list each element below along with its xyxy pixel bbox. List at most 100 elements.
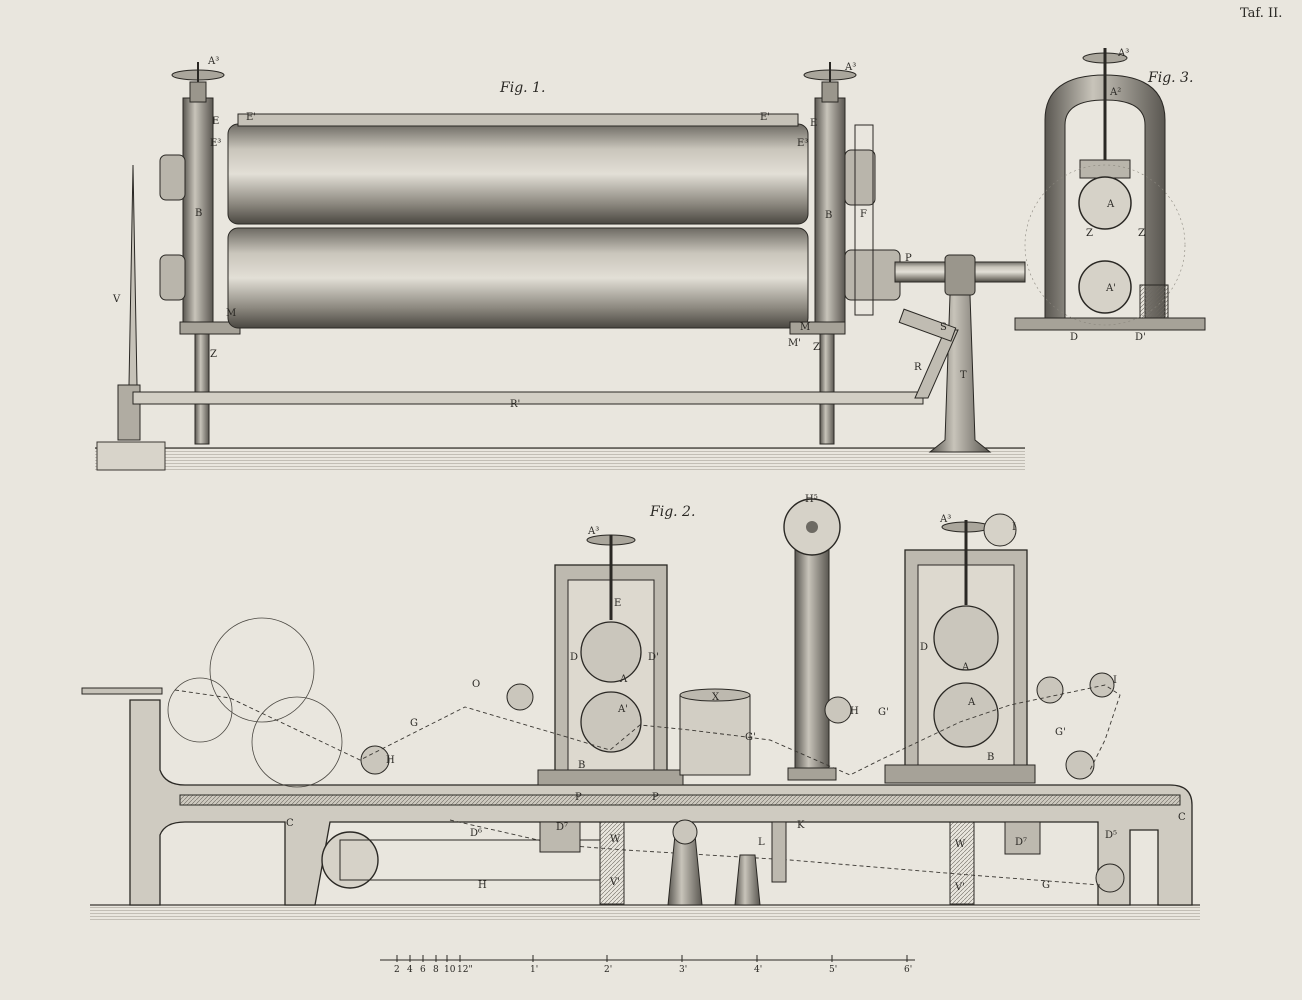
fig2-label-V1-1: V' <box>609 877 620 888</box>
figure-3: Fig. 3. A³ A² A A' Z Z D D' <box>1014 48 1206 343</box>
fig3-label-A3: A³ <box>1117 48 1129 59</box>
label-R1: R' <box>510 399 520 410</box>
fig3-label-D: D <box>1070 332 1078 343</box>
fig2-label-A-1: A <box>619 674 628 685</box>
paper-reel-1 <box>167 677 233 743</box>
fig2-label-D-1: D <box>570 652 578 663</box>
scale-tick-label: 1' <box>530 965 538 975</box>
label-Z-right: Z <box>813 342 820 353</box>
stand-1-upper-roll <box>580 621 642 683</box>
guide-roller-H-2 <box>824 696 852 724</box>
bed-slot <box>179 794 1181 806</box>
spindle-W-right <box>949 821 975 905</box>
right-frame-base <box>789 321 846 335</box>
label-E3-left: E³ <box>210 138 221 149</box>
label-E1-right: E' <box>760 112 770 123</box>
fig2-label-B-2: B <box>987 752 994 763</box>
pump-L <box>734 854 761 906</box>
gearbox-D7-right <box>1004 821 1041 855</box>
linkage-rod-R1 <box>132 391 924 405</box>
fig3-bracket <box>1139 284 1169 319</box>
central-column-base <box>787 767 837 781</box>
fig2-label-G-lower: G <box>1042 880 1050 891</box>
spindle-W-left <box>599 821 625 905</box>
upper-roll-guard <box>237 113 799 127</box>
paper-reel-2 <box>209 617 315 723</box>
fig3-base <box>1014 317 1206 331</box>
fig2-label-D5: D⁵ <box>1105 830 1117 841</box>
fig2-label-O: O <box>472 679 480 690</box>
fig3-label-Z-left: Z <box>1086 228 1093 239</box>
label-S: S <box>940 322 947 333</box>
fig2-label-H-mid: H <box>850 706 859 717</box>
lower-roll <box>227 227 809 329</box>
label-M1: M' <box>788 338 801 349</box>
gearbox-D7-left <box>539 821 581 853</box>
upper-roll <box>227 123 809 225</box>
floor <box>95 448 1025 472</box>
fig3-lower-roll <box>1078 260 1132 314</box>
fig3-label-A2: A² <box>1109 87 1121 98</box>
fig3-label-Z-right: Z <box>1138 228 1145 239</box>
fig2-label-A-2b: A <box>967 697 976 708</box>
left-screw-housing <box>189 81 207 103</box>
fig2-label-G1-1: G' <box>745 732 756 743</box>
scale-tick-label: 6' <box>904 965 912 975</box>
stand-T <box>928 294 992 453</box>
scale-tick-label: 12" <box>457 965 473 975</box>
fig2-label-D1-1: D' <box>648 652 659 663</box>
guide-roller-H-right <box>1065 750 1095 780</box>
label-A3-right: A³ <box>844 62 856 73</box>
scale-tick-label: 2' <box>604 965 612 975</box>
figure-2-caption: Fig. 2. <box>649 504 695 520</box>
figure-1: Fig. 1. <box>95 56 1026 472</box>
stand-1-base <box>537 769 684 786</box>
guide-roller-H-left <box>360 745 390 775</box>
fig3-swing-arc <box>1024 164 1186 326</box>
scale-tick-label: 2 <box>394 965 400 975</box>
right-screw-housing <box>821 81 839 103</box>
guide-roller-I <box>1089 672 1115 698</box>
fig2-label-H-left: H <box>386 755 395 766</box>
fig2-label-A-2: A <box>961 662 970 673</box>
figure-3-caption: Fig. 3. <box>1147 70 1193 86</box>
fig2-label-D7-1: D⁷ <box>556 822 568 833</box>
box-X <box>679 694 751 776</box>
right-frame-leg <box>819 333 835 445</box>
pedestal-gear <box>667 834 703 906</box>
fig2-label-D7-2: D⁷ <box>1015 837 1027 848</box>
plate-number: Taf. II. <box>1240 6 1282 21</box>
label-B-left: B <box>195 208 202 219</box>
pedestal-gear-wheel <box>672 819 698 845</box>
label-R: R <box>914 362 922 373</box>
fig2-label-H-lower: H <box>478 880 487 891</box>
scale-tick-label: 8 <box>433 965 439 975</box>
fig2-label-C-right: C <box>1178 812 1186 823</box>
box-X-lid <box>679 688 751 702</box>
link-arm-S <box>898 308 957 342</box>
guide-roller-H-3 <box>1036 676 1064 704</box>
label-Z-left: Z <box>210 349 217 360</box>
guide-roller-lower-right <box>1095 863 1125 893</box>
label-A3-left: A³ <box>207 56 219 67</box>
flywheel-hub <box>806 521 818 533</box>
label-P: P <box>905 253 912 264</box>
lever-base-block <box>96 441 166 471</box>
fig2-label-G1-2: G' <box>878 707 889 718</box>
left-bearing-upper <box>159 154 186 201</box>
fig2-floor <box>90 905 1200 921</box>
fig2-label-A3-1: A³ <box>587 526 599 537</box>
label-E1-left: E' <box>246 112 256 123</box>
scale-tick-label: 5' <box>829 965 837 975</box>
scale-tick-label: 6 <box>420 965 426 975</box>
fig3-chock <box>1079 159 1131 179</box>
fig2-label-A3-2: A³ <box>939 514 951 525</box>
side-link-F <box>854 124 874 316</box>
paper-reel-3 <box>251 696 343 788</box>
fig2-label-C-left: C <box>286 818 294 829</box>
label-E-left: E <box>212 116 219 127</box>
label-F: F <box>860 209 867 220</box>
label-B-right: B <box>825 210 832 221</box>
